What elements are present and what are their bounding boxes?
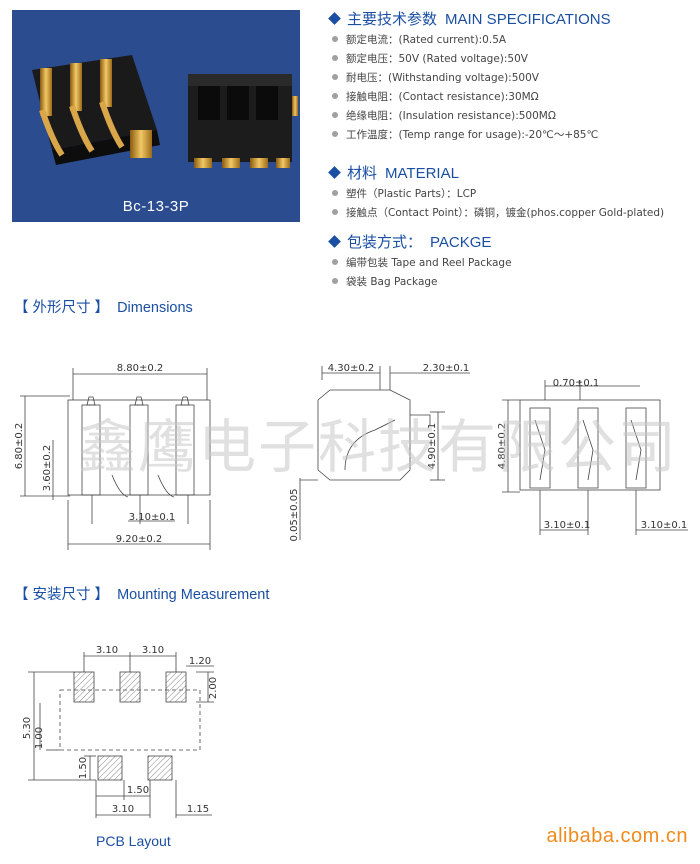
spec-item: 接触点（Contact Point）：磷铜，镀金(phos.copper Gol… [332,205,664,220]
main-specs-title-en: MAIN SPECIFICATIONS [445,11,611,28]
side-top-right-label: 2.30±0.1 [423,363,470,374]
pcb-pad [73,671,95,703]
bullet-icon [332,93,338,99]
dimensions-heading: 【 外形尺寸 】 Dimensions [14,296,193,317]
side-foot-label: 0.05±0.05 [289,489,300,542]
connector-photo-image [32,55,298,168]
right-top-label: 0.70±0.1 [553,378,600,389]
front-pitch-label: 3.10±0.1 [129,512,176,523]
spec-item: 绝缘电阻：(Insulation resistance):500MΩ [332,108,556,123]
bullet-icon [332,36,338,42]
front-top-width-label: 8.80±0.2 [117,363,164,374]
packing-title-en: PACKGE [430,234,492,251]
diamond-bullet-icon [328,235,341,248]
spec-item: 工作温度：(Temp range for usage):-20℃～+85℃ [332,127,598,142]
pcb-bottom-gap-label: 1.50 [127,785,149,796]
pcb-pad-width-label: 1.20 [189,656,211,667]
pcb-pitch-b-label: 3.10 [142,645,164,656]
diamond-bullet-icon [328,12,341,25]
pcb-pad [165,671,187,703]
bullet-icon [332,131,338,137]
pcb-pad-height-label: 2.00 [208,677,219,699]
dimensions-title-en: Dimensions [117,300,193,316]
pcb-bottom-height-label: 1.50 [78,757,89,779]
bullet-icon [332,190,338,196]
pcb-bottom-right-label: 1.15 [187,804,209,815]
bullet-icon [332,55,338,61]
spec-item: 耐电压：(Withstanding voltage):500V [332,70,539,85]
bullet-icon [332,74,338,80]
spec-item: 接触电阻：(Contact resistance):30MΩ [332,89,539,104]
mounting-title-cn: 【 安装尺寸 】 [14,587,110,603]
main-specs-title-cn: 主要技术参数 [347,11,438,28]
bullet-icon [332,112,338,118]
mounting-title-en: Mounting Measurement [117,587,270,603]
dimensions-title-cn: 【 外形尺寸 】 [14,300,110,316]
front-bottom-width-label: 9.20±0.2 [116,534,163,545]
diamond-bullet-icon [328,166,341,179]
alibaba-brand-logo: alibaba.com.cn [546,825,688,847]
bullet-icon [332,278,338,284]
pcb-layout-caption: PCB Layout [96,833,171,849]
spec-item: 编带包装 Tape and Reel Package [332,255,512,270]
right-pitch-left-label: 3.10±0.1 [544,520,591,531]
packing-heading: 包装方式： PACKGE [328,231,492,252]
packing-title-cn: 包装方式： [347,234,423,251]
pcb-pad [147,755,173,781]
material-title-en: MATERIAL [385,165,459,182]
front-height-label: 6.80±0.2 [14,423,25,470]
pcb-pitch-a-label: 3.10 [96,645,118,656]
right-pitch-right-label: 3.10±0.1 [641,520,688,531]
pcb-pad [97,755,123,781]
material-heading: 材料 MATERIAL [328,162,459,183]
side-height-label: 4.90±0.1 [427,423,438,470]
pcb-layout-drawing: 3.10 3.10 1.20 2.00 5.30 1.00 1.50 1.50 … [22,645,219,818]
mounting-heading: 【 安装尺寸 】 Mounting Measurement [14,583,269,604]
product-photo: Bc-13-3P [12,10,300,222]
pcb-bottom-pitch-label: 3.10 [112,804,134,815]
spec-item: 塑件（Plastic Parts）：LCP [332,186,476,201]
dimension-drawings: 8.80±0.2 6.80±0.2 3.60±0.2 3.10±0.1 9.20… [14,363,688,550]
material-title-cn: 材料 [347,165,378,182]
side-top-left-label: 4.30±0.2 [328,363,375,374]
product-model-label: Bc-13-3P [122,198,190,215]
spec-item: 额定电压：50V (Rated voltage):50V [332,51,528,66]
main-specs-heading: 主要技术参数 MAIN SPECIFICATIONS [328,8,611,29]
right-height-label: 4.80±0.2 [497,423,508,470]
pcb-pad [119,671,141,703]
pcb-offset-label: 1.00 [34,727,45,749]
bullet-icon [332,259,338,265]
bullet-icon [332,209,338,215]
pcb-total-height-label: 5.30 [22,717,33,739]
spec-item: 额定电流：(Rated current):0.5A [332,32,506,47]
spec-item: 袋装 Bag Package [332,274,438,289]
front-lower-height-label: 3.60±0.2 [42,445,53,492]
